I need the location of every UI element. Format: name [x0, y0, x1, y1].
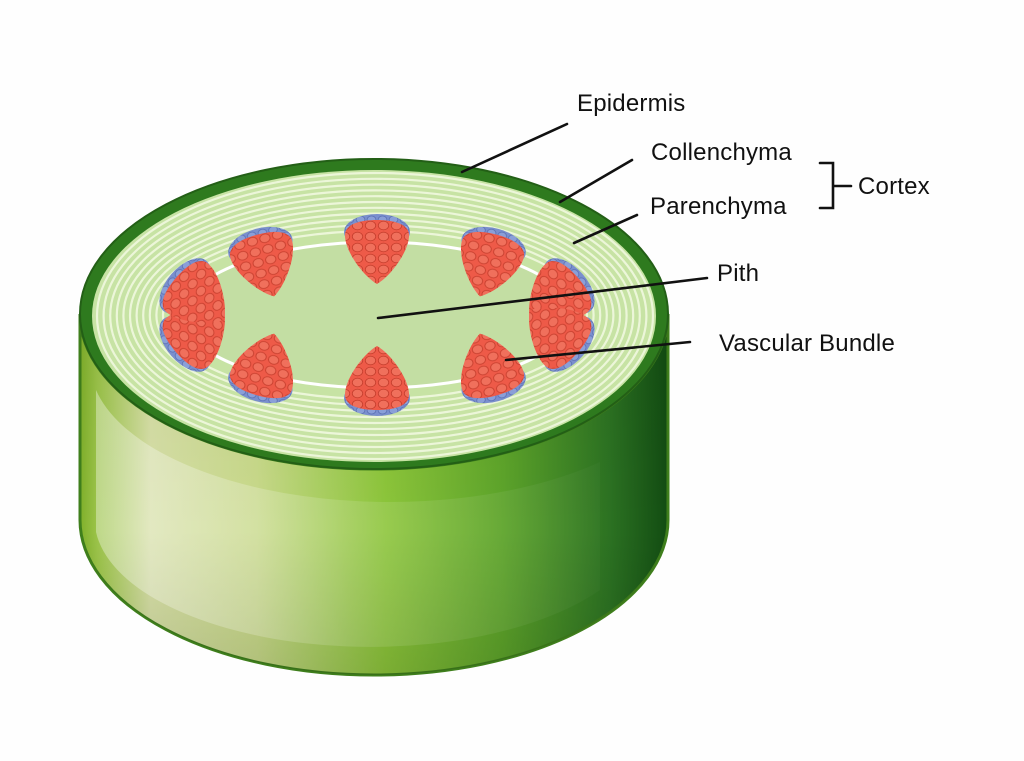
pith-leader-line [376, 276, 709, 320]
collenchyma-leader-line [558, 158, 634, 204]
label-parenchyma: Parenchyma [650, 193, 787, 220]
vascular-bundle [159, 258, 225, 323]
vascular-bundle [344, 346, 410, 416]
vascular-bundle [529, 258, 595, 323]
label-epidermis: Epidermis [577, 90, 686, 117]
label-pith: Pith [717, 260, 760, 287]
xylem [461, 333, 524, 399]
cortex-ring [142, 212, 608, 419]
xylem [344, 220, 410, 284]
vascular-bundle [344, 214, 410, 284]
cortex-ring [102, 177, 648, 455]
xylem [162, 307, 225, 369]
label-vascular-bundle: Vascular Bundle [719, 330, 895, 357]
xylem [461, 231, 524, 297]
vascular-bundle-leader-line [504, 340, 692, 362]
label-collenchyma: Collenchyma [651, 139, 792, 166]
vascular-bundle [461, 226, 526, 297]
cortex-ring [115, 189, 635, 443]
cortex-ring [122, 195, 628, 437]
xylem [529, 261, 592, 323]
vascular-bundle [159, 307, 225, 372]
xylem [230, 231, 293, 297]
cortex-ring [95, 171, 655, 461]
cortex-ring [109, 183, 641, 449]
parenchyma-leader-line [572, 213, 639, 245]
vascular-bundle [228, 226, 293, 297]
cortex-ring [135, 206, 615, 425]
xylem [344, 346, 410, 410]
vascular-bundle [461, 333, 526, 404]
stem-side-highlight-panel [96, 390, 600, 647]
epidermis-leader-line [460, 122, 569, 174]
vascular-bundle [228, 333, 293, 404]
xylem [230, 333, 293, 399]
xylem [162, 261, 225, 323]
label-cortex: Cortex [858, 173, 930, 200]
cortex-bracket [818, 161, 853, 210]
cortex-ring [128, 200, 622, 431]
